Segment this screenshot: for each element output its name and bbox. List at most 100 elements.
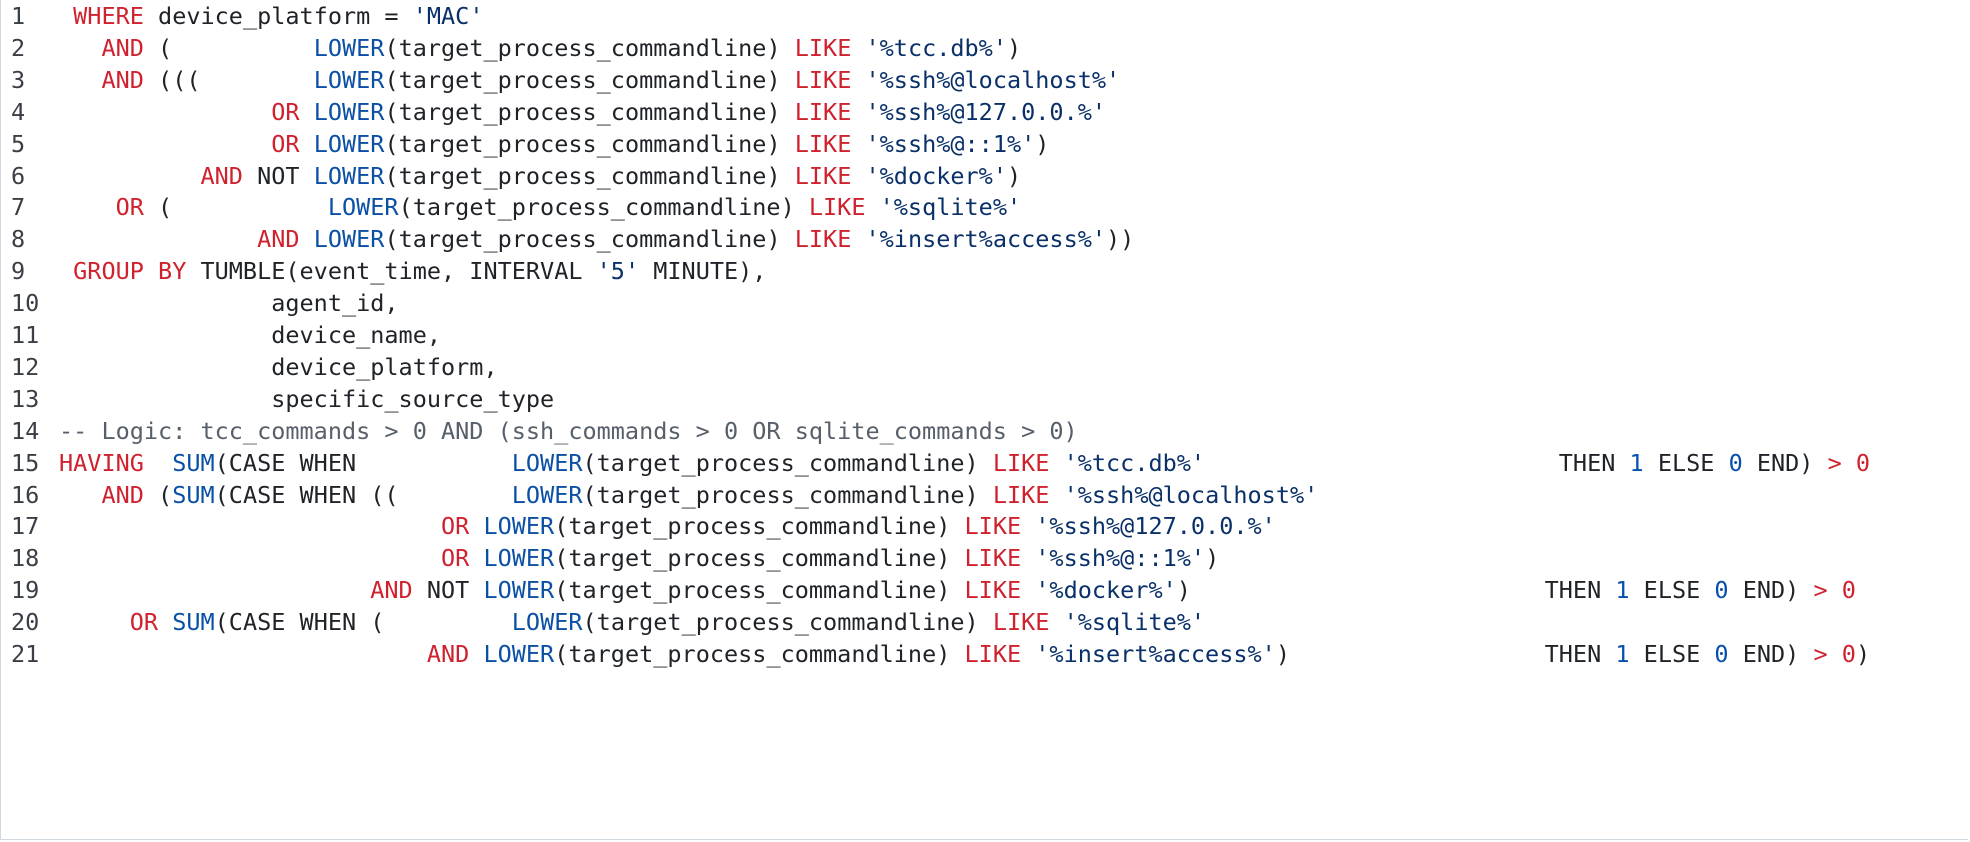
line-code: -- Logic: tcc_commands > 0 AND (ssh_comm… (59, 411, 1078, 451)
code-token-keyword: OR (271, 129, 300, 158)
code-token-function: SUM (172, 448, 215, 477)
line-number: 2 (11, 33, 26, 62)
code-token-string: '%ssh%@127.0.0.%' (1035, 512, 1276, 541)
code-token-number: 1 (1629, 448, 1644, 477)
code-token-plain: )) (1106, 225, 1135, 254)
code-token-keyword: AND (370, 576, 413, 605)
code-token-plain (59, 576, 370, 604)
line-number: 17 (11, 512, 40, 541)
code-token-plain (59, 544, 441, 572)
code-token-keyword: 0 (1841, 576, 1856, 605)
code-token-keyword: GROUP BY (73, 257, 187, 286)
code-token-plain (144, 449, 172, 477)
code-token-string: '%docker%' (1035, 576, 1177, 605)
code-token-plain: ELSE (1629, 640, 1715, 668)
code-token-string: '%sqlite%' (1063, 608, 1206, 637)
code-token-keyword: LIKE (964, 544, 1022, 573)
code-token-plain (59, 193, 116, 221)
code-token-number: 0 (1714, 576, 1729, 605)
line-number: 20 (11, 608, 40, 637)
code-token-comment: -- Logic: tcc_commands > 0 AND (ssh_comm… (59, 416, 1078, 445)
code-token-plain (1049, 608, 1063, 636)
line-code: AND LOWER(target_process_commandline) LI… (59, 634, 1870, 674)
line-number: 11 (11, 321, 40, 349)
code-token-plain (851, 98, 865, 126)
line-code: OR SUM(CASE WHEN ( LOWER(target_process_… (59, 602, 1205, 642)
code-token-plain: MINUTE), (639, 257, 767, 286)
line-code: device_platform, (59, 347, 498, 387)
code-token-plain: ) THEN (1176, 576, 1616, 605)
line-code: AND NOT LOWER(target_process_commandline… (59, 156, 1021, 196)
line-code: OR LOWER(target_process_commandline) LIK… (59, 506, 1276, 546)
code-token-keyword: OR (441, 544, 470, 573)
code-token-plain: ) (1035, 129, 1050, 158)
code-token-plain (1828, 576, 1842, 604)
code-token-string: '%insert%access%' (865, 225, 1107, 254)
line-number: 13 (11, 384, 40, 413)
code-token-plain: (target_process_commandline) (554, 576, 965, 605)
code-token-plain: agent_id, (59, 289, 399, 318)
code-token-number: 0 (1728, 448, 1743, 477)
line-code: AND LOWER(target_process_commandline) LI… (59, 219, 1134, 259)
code-token-plain: ) (1855, 640, 1871, 668)
code-token-function: LOWER (511, 608, 583, 637)
line-number: 7 (11, 193, 26, 222)
code-token-plain: ( (143, 33, 314, 62)
code-token-string: '%ssh%@127.0.0.%' (865, 97, 1107, 126)
code-token-function: LOWER (483, 640, 555, 668)
code-token-string: '%ssh%@::1%' (865, 129, 1036, 158)
line-code: specific_source_type (59, 379, 554, 419)
code-token-plain: END) (1728, 576, 1814, 605)
code-token-function: LOWER (327, 193, 399, 222)
code-token-plain (469, 544, 483, 572)
code-token-keyword: AND (101, 33, 144, 62)
code-token-keyword: > (1813, 640, 1828, 668)
line-number: 10 (11, 289, 40, 318)
code-token-keyword: LIKE (964, 640, 1022, 668)
code-token-keyword: 0 (1855, 448, 1871, 477)
code-token-plain: END) (1742, 448, 1828, 477)
code-token-plain (59, 512, 441, 540)
code-token-number: 1 (1615, 576, 1630, 605)
code-token-keyword: LIKE (992, 608, 1050, 637)
code-token-plain: (target_process_commandline) (384, 97, 795, 126)
code-token-plain: (CASE WHEN (214, 448, 512, 477)
code-token-function: LOWER (313, 33, 385, 62)
code-token-plain: ) (1006, 161, 1022, 190)
code-token-keyword: AND (200, 161, 243, 190)
code-token-keyword: LIKE (992, 448, 1050, 477)
code-token-plain (851, 162, 865, 190)
code-token-keyword: AND (426, 640, 470, 668)
code-token-string: '%docker%' (865, 161, 1007, 190)
code-token-plain (469, 512, 483, 540)
line-code: AND NOT LOWER(target_process_commandline… (59, 570, 1856, 610)
code-token-plain (59, 608, 130, 636)
code-token-plain: THEN (1205, 448, 1630, 477)
code-token-plain (59, 2, 73, 30)
code-token-string: '%insert%access%' (1035, 640, 1276, 668)
line-number: 9 (11, 257, 26, 286)
code-token-function: SUM (172, 480, 215, 509)
code-token-function: LOWER (483, 512, 555, 541)
line-code: OR LOWER(target_process_commandline) LIK… (59, 92, 1106, 132)
line-code: device_name, (59, 315, 441, 355)
code-token-plain (300, 98, 314, 126)
code-token-number: 1 (1615, 640, 1630, 668)
code-token-plain (851, 66, 865, 94)
code-token-plain: (target_process_commandline) (582, 480, 993, 509)
code-token-plain: ELSE (1629, 576, 1715, 605)
code-token-keyword: > (1827, 448, 1842, 477)
code-token-plain (59, 225, 257, 253)
code-token-keyword: LIKE (794, 129, 852, 158)
code-token-plain: NOT (242, 161, 314, 190)
code-token-keyword: OR (129, 608, 159, 637)
code-token-keyword: LIKE (992, 480, 1050, 509)
code-token-plain: (target_process_commandline) (384, 225, 795, 254)
code-token-keyword: LIKE (964, 512, 1022, 541)
code-token-plain: device_platform, (59, 352, 498, 381)
code-token-plain (59, 481, 101, 509)
code-token-plain: ) (1205, 544, 1220, 573)
code-token-keyword: LIKE (964, 576, 1022, 605)
code-token-keyword: > (1813, 576, 1828, 605)
